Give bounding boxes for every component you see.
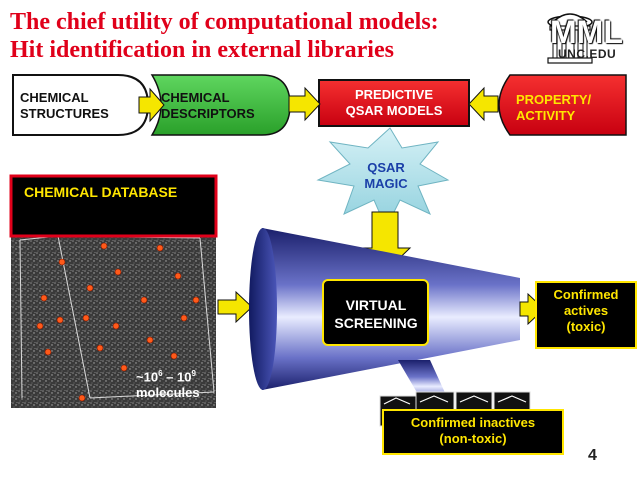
count-prefix: ~10: [136, 369, 159, 385]
arrow-structures-to-descriptors: [138, 87, 165, 123]
count-exp-2: 9: [191, 369, 196, 378]
chemical-structures-label: CHEMICAL STRUCTURES: [20, 90, 109, 121]
qsar-magic-label: QSAR MAGIC: [364, 160, 408, 191]
confirmed-actives-label: Confirmed actives (toxic): [553, 287, 619, 334]
inactives-box: [382, 409, 564, 455]
count-dash: – 10: [162, 369, 192, 385]
page-number: 4: [588, 447, 597, 464]
old-well-icon: [547, 13, 593, 64]
inactive-box-pattern: [383, 395, 527, 405]
arrow-property-to-models: [468, 86, 499, 122]
chemical-descriptors-label: CHEMICAL DESCRIPTORS: [161, 90, 255, 121]
arrow-descriptors-to-models: [288, 86, 321, 122]
virtual-screening-box: [322, 279, 429, 346]
property-activity-label: PROPERTY/ ACTIVITY: [516, 92, 592, 123]
property-activity-shape: [498, 74, 627, 136]
virtual-screening-label: VIRTUAL SCREENING: [334, 297, 418, 331]
database-title: CHEMICAL DATABASE: [24, 184, 178, 200]
count-exp-1: 6: [158, 369, 163, 378]
database-title-box: [9, 174, 218, 238]
actives-box: [535, 281, 637, 349]
logo-subtext: UNC.EDU: [558, 47, 617, 61]
title-line-2: Hit identification in external libraries: [10, 37, 394, 63]
database-count: ~106 – 109 molecules: [136, 366, 200, 401]
title-line-1: The chief utility of computational model…: [10, 9, 439, 35]
count-unit: molecules: [136, 385, 200, 401]
predictive-models-label: PREDICTIVE QSAR MODELS: [345, 87, 443, 118]
slide-title: The chief utility of computational model…: [10, 8, 510, 64]
molecule-dots: [36, 242, 200, 402]
funnel-mouth: [249, 228, 277, 390]
confirmed-inactives-label: Confirmed inactives (non-toxic): [410, 415, 536, 446]
arrow-database-to-funnel: [217, 290, 253, 324]
logo-text: MML: [550, 14, 623, 50]
